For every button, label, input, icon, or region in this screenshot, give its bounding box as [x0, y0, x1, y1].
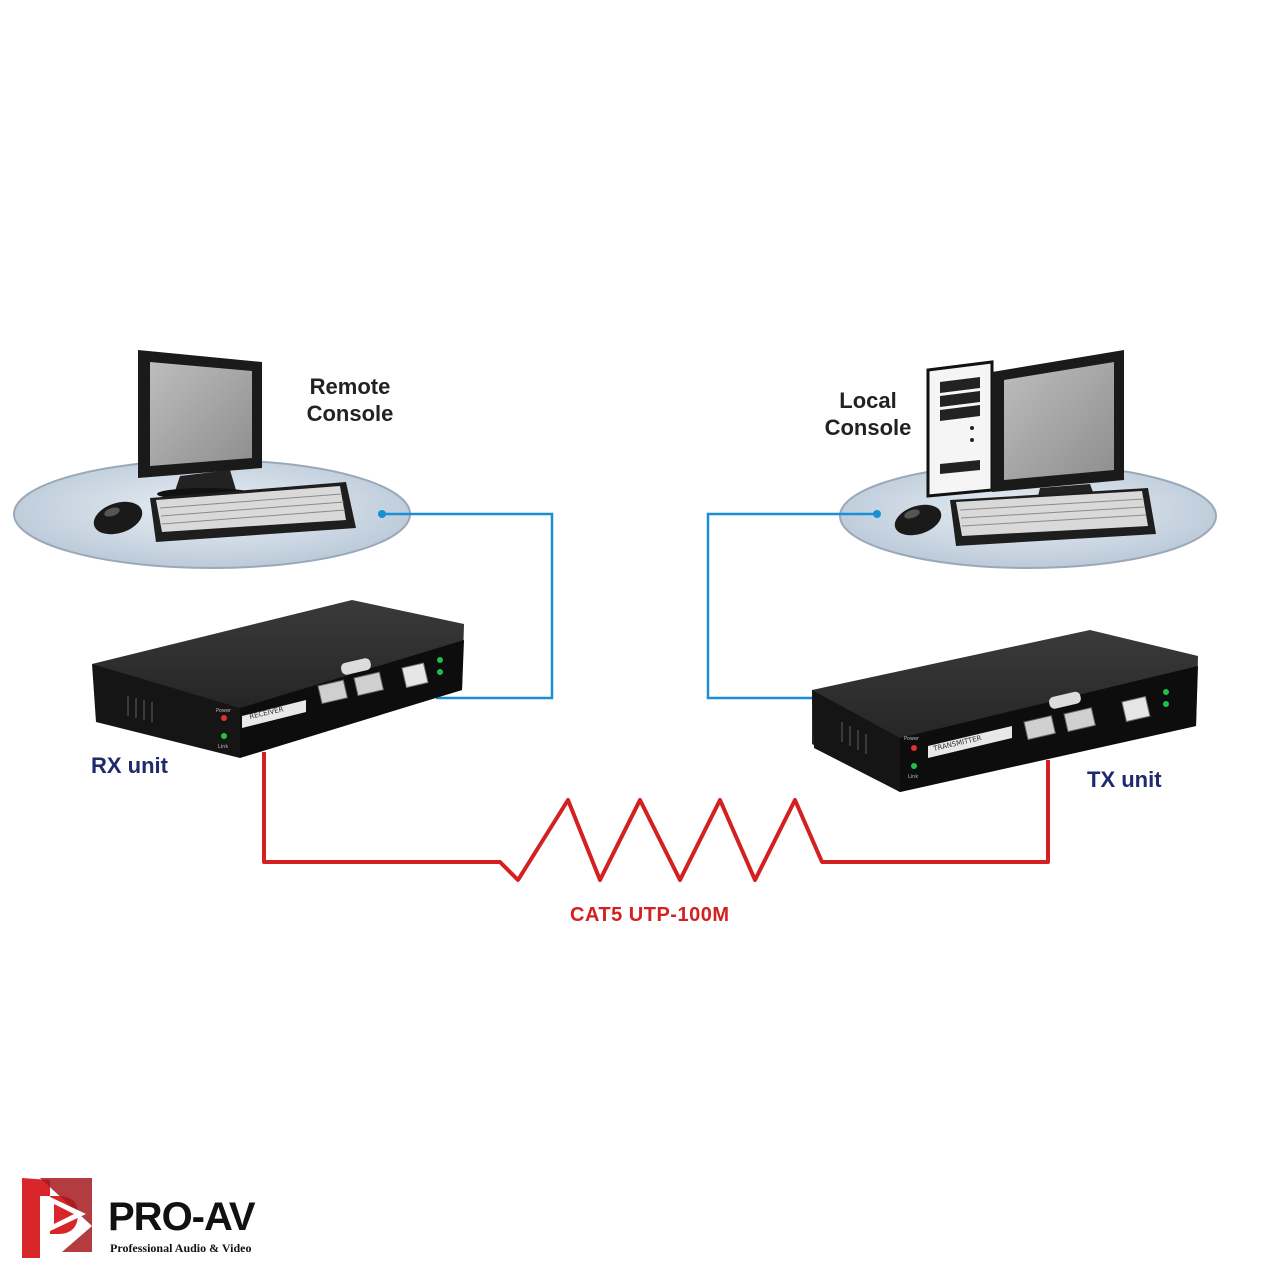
rx-link-led [221, 733, 227, 739]
rx-power-led [221, 715, 227, 721]
tx-link-led [911, 763, 917, 769]
tx-rj45-port [1048, 691, 1081, 709]
remote-console-line1: Remote [309, 374, 391, 399]
local-console-link [706, 512, 877, 700]
local-console-line2: Console [824, 415, 912, 440]
tx-control-led [1163, 701, 1169, 707]
remote-console-workstation [13, 350, 411, 569]
tx-video-led [1163, 689, 1169, 695]
remote-console-label: Remote Console [298, 373, 402, 427]
local-monitor-icon [992, 350, 1124, 504]
remote-monitor-icon [138, 350, 262, 500]
cat5-cable [262, 752, 1050, 882]
pro-av-logo-mark [22, 1178, 92, 1258]
tx-unit-box: Power Link TRANSMITTER [812, 630, 1198, 792]
tx-usb-port-2 [1063, 707, 1096, 733]
rx-usb-port-2 [353, 671, 384, 697]
rx-unit-box: Power Link RECEIVER [92, 600, 464, 758]
local-console-label: Local Console [816, 387, 920, 441]
remote-console-line2: Console [306, 401, 394, 426]
rx-remote-led [437, 669, 443, 675]
local-keyboard-icon [950, 488, 1156, 546]
tx-mode-button [1121, 696, 1151, 723]
logo-tagline: Professional Audio & Video [110, 1241, 252, 1255]
local-mouse-icon [894, 504, 942, 536]
logo-name: PRO-AV [108, 1195, 256, 1239]
tx-led2-label: Link [908, 774, 918, 780]
rx-led1-label: Power [216, 708, 232, 714]
rx-usb-port-1 [317, 679, 348, 705]
remote-mouse-icon [93, 501, 143, 535]
tx-power-led [911, 745, 917, 751]
cable-label: CAT5 UTP-100M [570, 904, 730, 926]
pro-av-logo: PRO-AV Professional Audio & Video [20, 1175, 300, 1260]
remote-console-link [382, 512, 554, 700]
tx-usb-port-1 [1023, 715, 1056, 741]
rx-local-led [437, 657, 443, 663]
tx-led1-label: Power [904, 736, 920, 742]
pc-tower-icon [926, 360, 994, 498]
local-console-workstation [839, 350, 1217, 569]
rx-rj45-port [340, 658, 371, 675]
local-console-line1: Local [839, 388, 897, 413]
remote-keyboard-icon [150, 482, 356, 542]
rx-unit-label: RX unit [91, 753, 168, 778]
rx-led2-label: Link [218, 744, 228, 750]
rx-select-button [401, 662, 429, 689]
tx-unit-label: TX unit [1087, 767, 1162, 792]
